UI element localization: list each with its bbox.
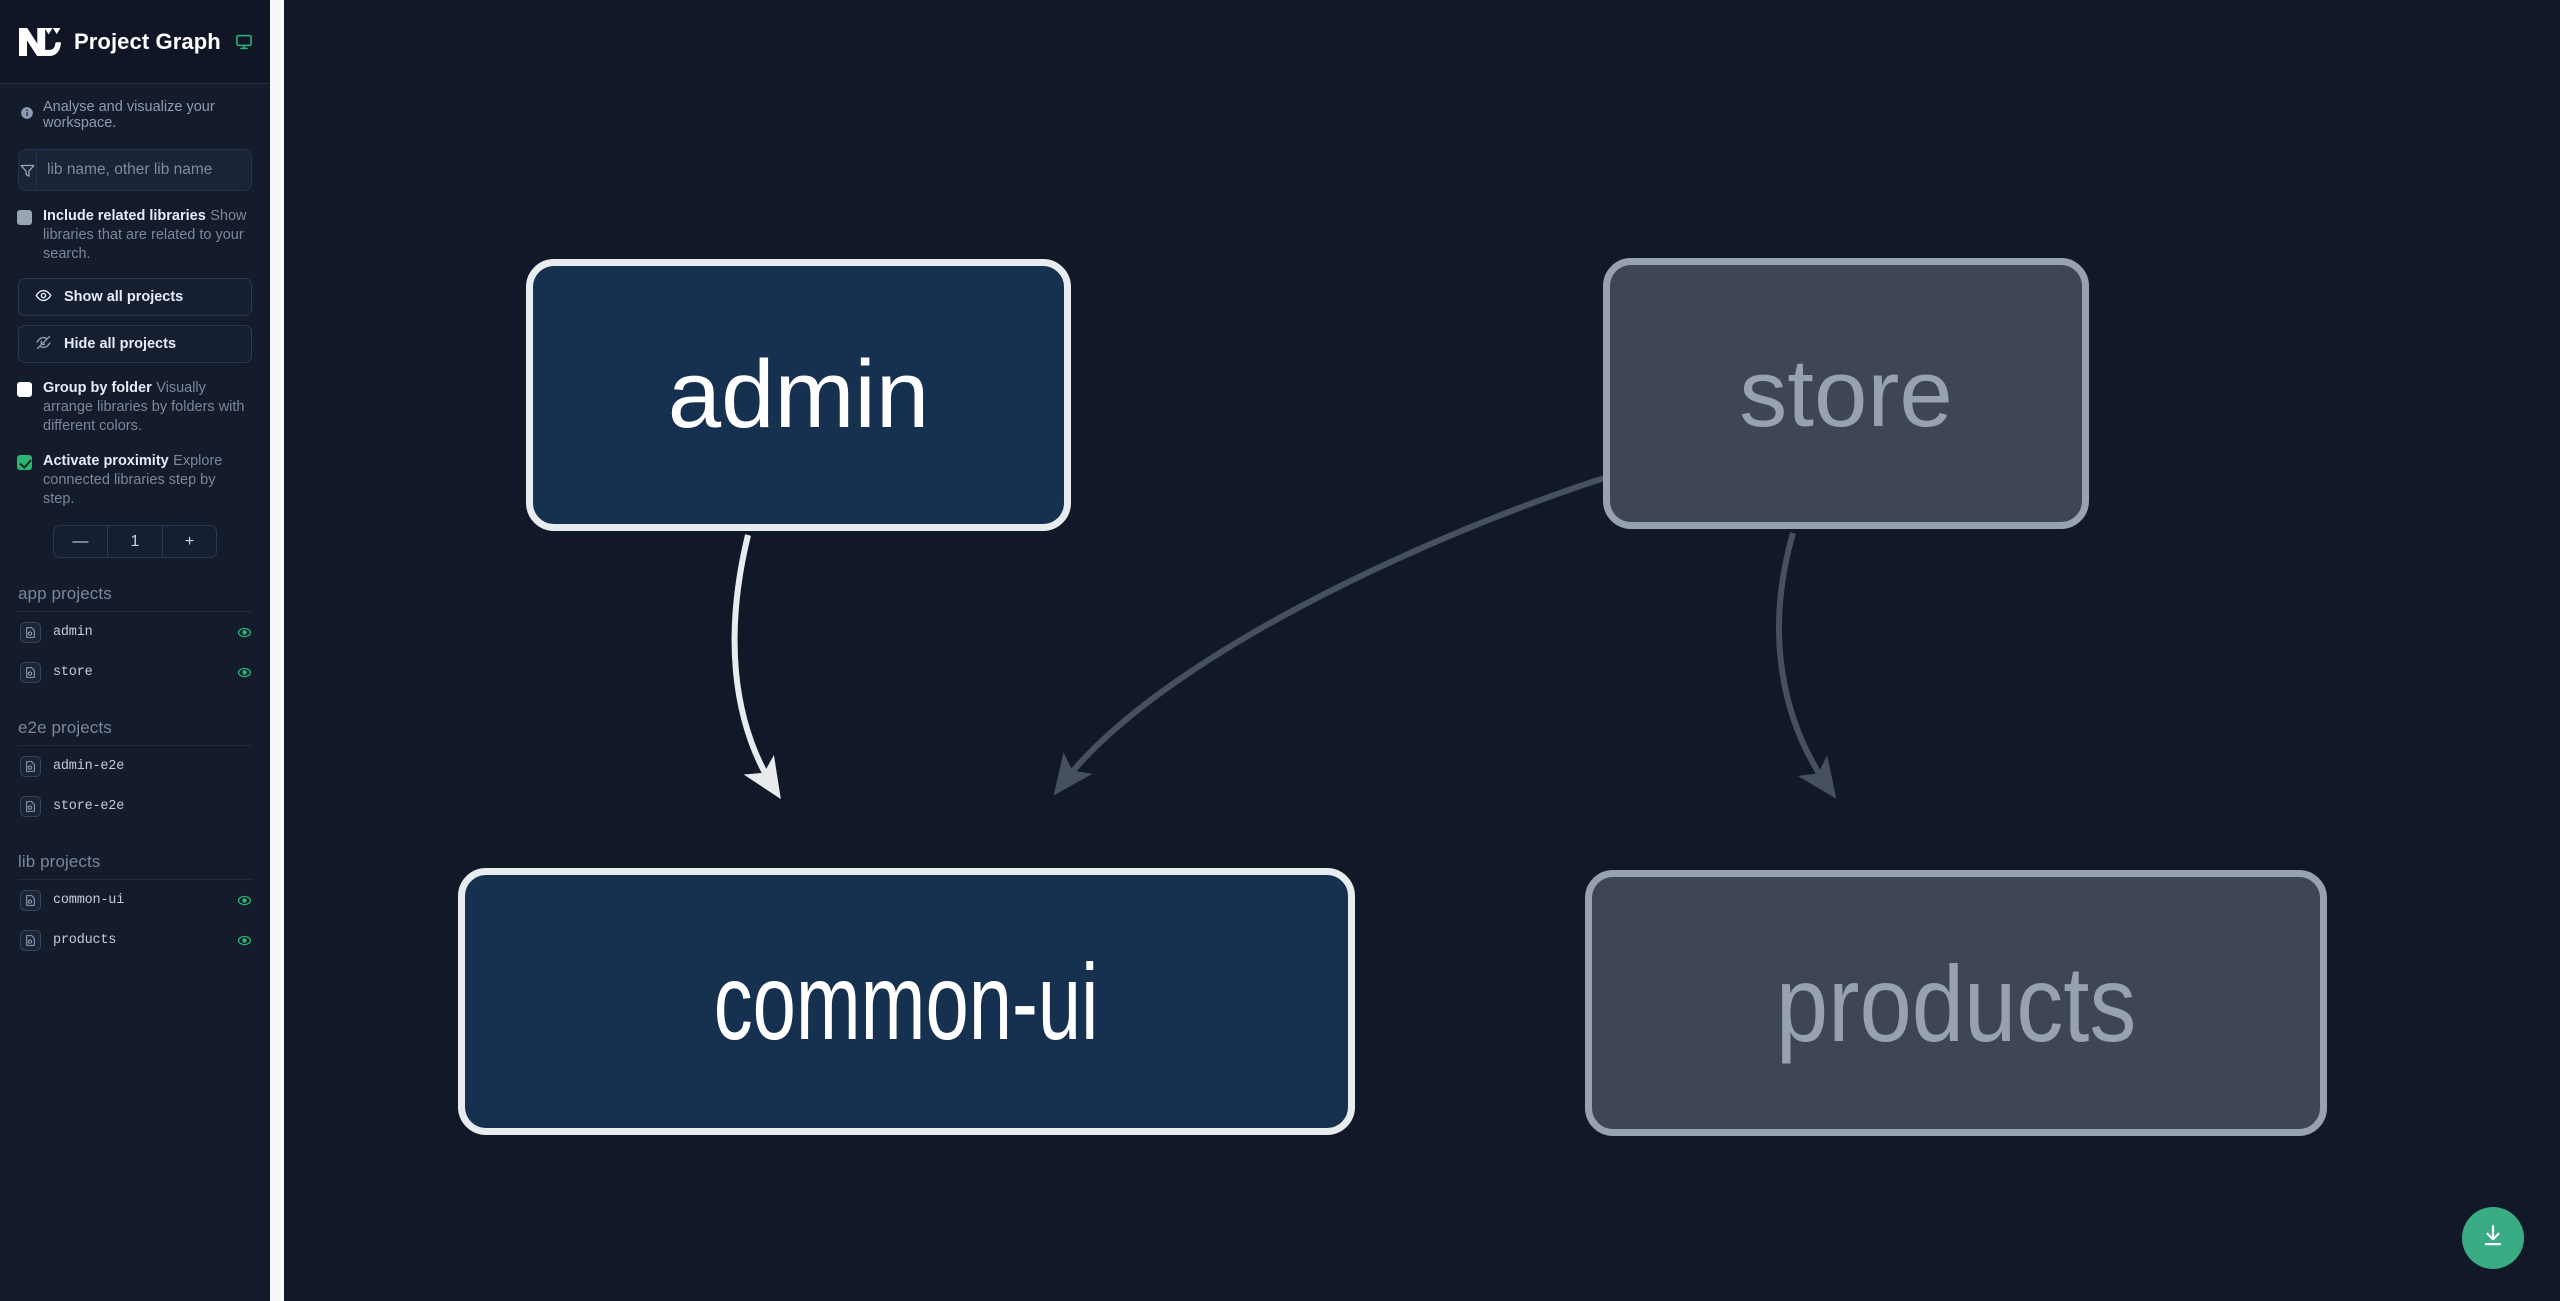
group-lib-projects: lib projects common-ui products [0,852,270,960]
activate-proximity-checkbox[interactable] [17,455,32,470]
activate-proximity-desc: Explore connected libraries step by step… [43,453,223,507]
filter-icon [19,150,37,190]
proximity-decrement-button[interactable]: — [54,526,108,557]
show-all-projects-button[interactable]: Show all projects [18,278,252,316]
edge-store-to-common-ui [1053,457,1667,796]
eye-off-icon [35,334,52,355]
sidebar-resize-handle[interactable] [270,0,284,1301]
eye-icon[interactable] [237,665,252,680]
project-row-store[interactable]: store [18,652,252,692]
graph-node-products[interactable]: products [1585,870,2327,1136]
proximity-stepper-wrap: — 1 + [0,509,270,558]
visibility-buttons: Show all projects Hide all projects [0,264,270,363]
nx-logo [18,21,62,63]
include-related-checkbox[interactable] [17,210,32,225]
proximity-value: 1 [130,532,140,550]
option-activate-proximity[interactable]: Activate proximity Explore connected lib… [0,436,270,509]
project-row-store-e2e[interactable]: store-e2e [18,786,252,826]
project-name: store-e2e [53,798,125,814]
edge-admin-to-common-ui [731,534,781,800]
project-icon [20,929,41,951]
eye-icon[interactable] [237,625,252,640]
search-section [0,143,270,191]
info-icon [20,106,34,124]
search-box[interactable] [18,149,252,191]
group-by-folder-checkbox[interactable] [17,382,32,397]
sidebar-header: Project Graph [0,0,270,84]
project-row-admin[interactable]: admin [18,612,252,652]
graph-node-label: products [1775,942,2137,1064]
search-input[interactable] [37,150,251,190]
option-group-by-folder[interactable]: Group by folder Visually arrange librari… [0,363,270,436]
project-name: products [53,932,117,948]
project-icon [20,661,41,683]
tagline-text: Analyse and visualize your workspace. [43,99,215,131]
eye-icon [35,287,52,308]
project-name: store [53,664,93,680]
activate-proximity-label: Activate proximity [43,453,169,469]
group-e2e-projects-title: e2e projects [18,718,252,746]
project-icon [20,795,41,817]
edge-store-to-products [1776,532,1837,799]
group-by-folder-label: Group by folder [43,380,152,396]
group-lib-projects-title: lib projects [18,852,252,880]
download-button[interactable] [2462,1207,2524,1269]
project-name: admin-e2e [53,758,125,774]
project-row-admin-e2e[interactable]: admin-e2e [18,746,252,786]
graph-node-label: common-ui [714,941,1099,1062]
project-icon [20,755,41,777]
graph-edges [731,457,1837,800]
group-by-folder-desc: Visually arrange libraries by folders wi… [43,380,245,434]
include-related-desc: Show libraries that are related to your … [43,208,247,262]
hide-all-projects-label: Hide all projects [64,336,177,352]
project-name: admin [53,624,93,640]
project-icon [20,621,41,643]
hide-all-projects-button[interactable]: Hide all projects [18,325,252,363]
eye-icon[interactable] [237,893,252,908]
show-all-projects-label: Show all projects [64,289,184,305]
project-row-products[interactable]: products [18,920,252,960]
group-app-projects: app projects admin store [0,584,270,692]
sidebar: Project Graph Analyse and vis [0,0,270,1301]
project-name: common-ui [53,892,125,908]
page-title: Project Graph [74,28,221,54]
graph-canvas[interactable]: admin store common-ui products [270,0,2560,1301]
graph-node-label: admin [667,341,930,448]
download-icon [2480,1223,2506,1254]
option-include-related[interactable]: Include related libraries Show libraries… [0,191,270,264]
graph-node-admin[interactable]: admin [526,259,1071,531]
include-related-label: Include related libraries [43,208,206,224]
group-app-projects-title: app projects [18,584,252,612]
project-icon [20,889,41,911]
tagline: Analyse and visualize your workspace. [0,84,270,143]
monitor-icon[interactable] [235,33,253,51]
sidebar-body: Analyse and visualize your workspace. In… [0,84,270,1301]
graph-node-store[interactable]: store [1603,258,2089,529]
eye-icon[interactable] [237,933,252,948]
proximity-increment-button[interactable]: + [162,526,216,557]
group-e2e-projects: e2e projects admin-e2e store-e2e [0,718,270,826]
graph-node-label: store [1739,339,1953,447]
project-row-common-ui[interactable]: common-ui [18,880,252,920]
graph-node-common-ui[interactable]: common-ui [458,868,1355,1135]
proximity-stepper[interactable]: — 1 + [53,525,217,558]
